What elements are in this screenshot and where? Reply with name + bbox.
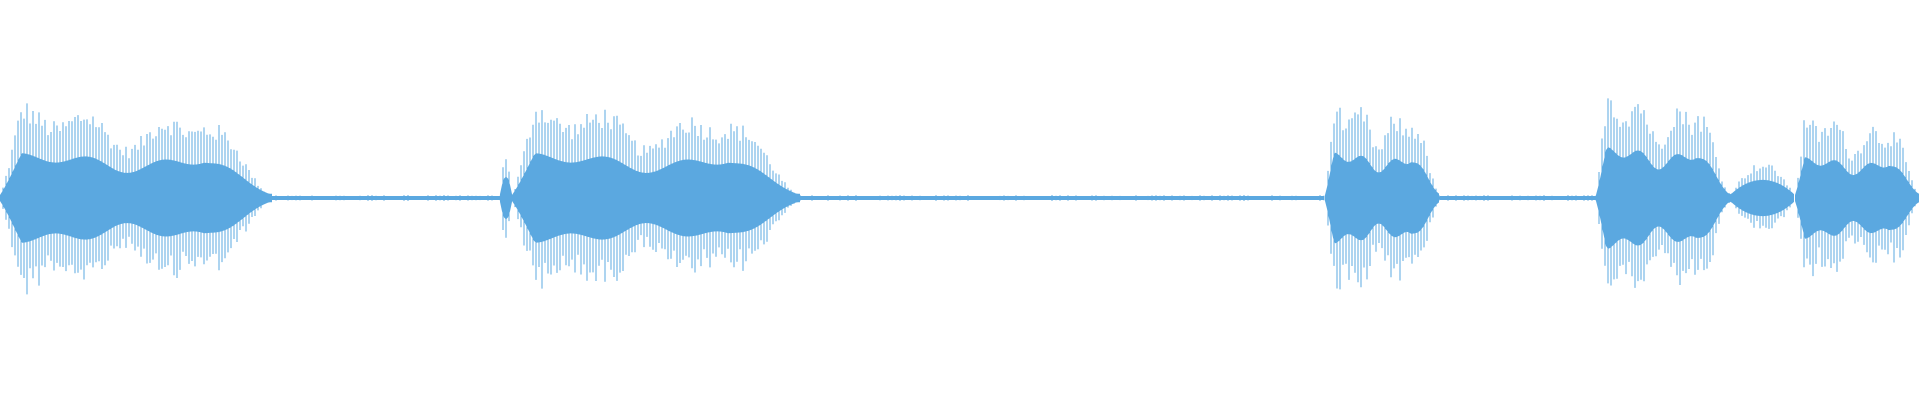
waveform-segment-silence (1440, 196, 1596, 200)
waveform-segment-silence (272, 196, 500, 200)
waveform-peaks (2, 98, 1919, 295)
waveform-segment-silence (800, 196, 1324, 200)
